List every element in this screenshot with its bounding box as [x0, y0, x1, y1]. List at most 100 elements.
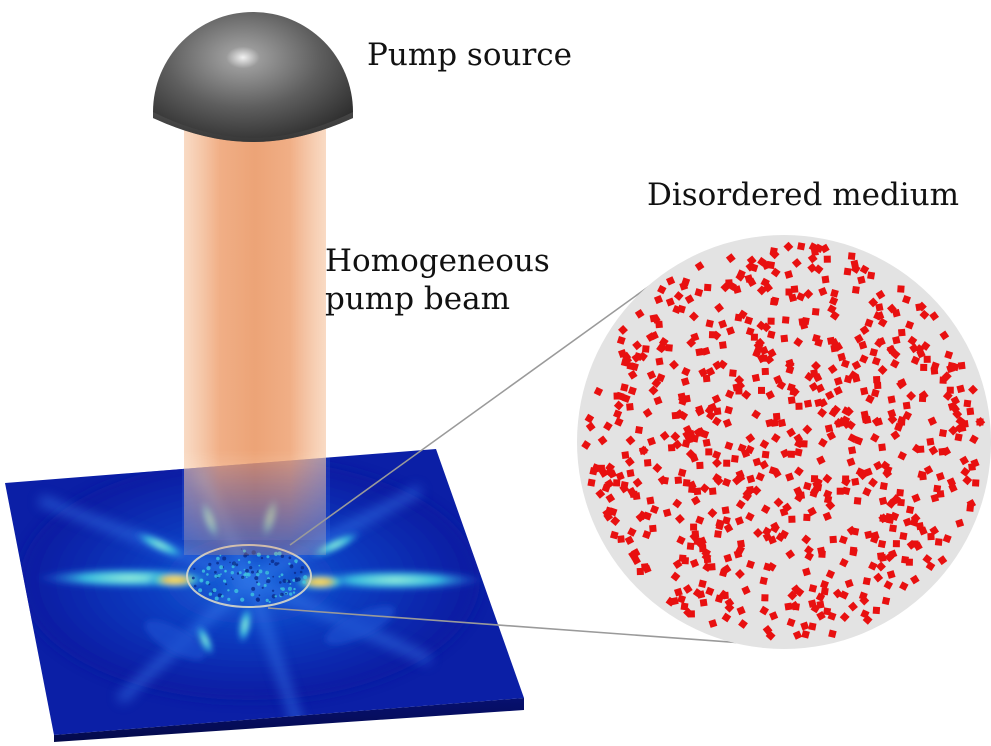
- scatterer: [721, 591, 729, 600]
- scatterer: [693, 537, 702, 545]
- scatterer: [820, 587, 829, 596]
- scatterer: [727, 281, 738, 292]
- scatterer: [918, 390, 929, 400]
- scatterer: [614, 417, 624, 427]
- scatterer: [837, 352, 847, 362]
- scatterer: [613, 409, 623, 419]
- scatterer: [695, 405, 705, 415]
- scatterer: [581, 440, 591, 450]
- scatterer: [861, 414, 870, 424]
- scatterer: [906, 390, 917, 401]
- scatterer: [902, 401, 911, 410]
- scatterer: [770, 433, 781, 443]
- scatterer: [632, 492, 641, 501]
- scatterer: [910, 355, 921, 366]
- scatterer: [808, 584, 818, 593]
- scatterer: [899, 532, 908, 541]
- scatterer: [762, 532, 773, 542]
- scatterer: [722, 516, 731, 525]
- scatterer: [620, 383, 629, 392]
- scatterer: [869, 348, 878, 357]
- scatterer: [722, 477, 732, 487]
- scatterer: [735, 499, 746, 510]
- scatterer: [677, 468, 687, 477]
- scatterer: [865, 394, 875, 404]
- scatterer: [794, 466, 804, 477]
- scatterer: [804, 545, 814, 555]
- speckle-dot: [225, 583, 228, 586]
- speckle-dot: [272, 575, 275, 578]
- scatterer: [770, 296, 780, 305]
- scatterer: [844, 579, 854, 588]
- speckle-dot: [251, 586, 256, 591]
- speckle-dot: [238, 571, 242, 575]
- scatterer: [875, 311, 885, 321]
- scatterer: [802, 567, 811, 577]
- scatterer: [680, 377, 690, 386]
- scatterer: [792, 630, 803, 640]
- speckle-dot: [288, 581, 291, 584]
- scatterer: [839, 612, 850, 623]
- scatterer: [868, 561, 878, 571]
- scatterer: [858, 340, 868, 350]
- scatterer: [615, 471, 625, 481]
- scatterer: [824, 390, 835, 401]
- scatterer: [670, 431, 681, 442]
- scatterer: [801, 630, 810, 639]
- scatterer: [729, 369, 737, 377]
- scatterer: [632, 340, 643, 351]
- scatterer: [705, 319, 714, 328]
- scatterer: [678, 393, 688, 403]
- speckle-dot: [219, 554, 222, 557]
- scatterer: [773, 497, 784, 508]
- scatterer: [828, 407, 839, 418]
- scatterer: [846, 457, 856, 467]
- scatterer: [929, 311, 939, 321]
- scatterer: [746, 559, 755, 569]
- scatterer: [626, 403, 634, 411]
- speckle-dot: [255, 572, 260, 577]
- scatterer: [843, 267, 852, 276]
- scatterer: [745, 433, 756, 444]
- scatterer: [775, 532, 786, 543]
- scatterer: [752, 457, 762, 467]
- scatterer: [672, 439, 683, 450]
- scatterer: [803, 399, 813, 408]
- scatterer: [732, 383, 741, 392]
- scatterer: [915, 521, 925, 531]
- scatterer: [966, 504, 975, 512]
- scatterer: [829, 535, 837, 544]
- scatterer: [870, 433, 880, 443]
- scatterer: [721, 564, 732, 574]
- scatterer: [836, 487, 844, 495]
- scatterer: [759, 576, 768, 585]
- scatterer: [744, 316, 754, 325]
- speckle-dot: [217, 574, 221, 578]
- scatterer: [674, 476, 683, 484]
- scatterer: [699, 598, 708, 607]
- speckle-dot: [265, 570, 269, 575]
- scatterer: [780, 448, 790, 459]
- scatterer: [789, 387, 798, 396]
- scatterer: [857, 275, 866, 285]
- speckle-dot: [227, 589, 230, 592]
- scatterer: [706, 410, 716, 421]
- speckle-dot: [198, 588, 203, 593]
- scatterer: [722, 418, 732, 428]
- scatterer: [589, 467, 598, 476]
- scatterer: [604, 467, 615, 477]
- scatterer: [911, 493, 921, 503]
- scatterer: [976, 418, 984, 426]
- scatterer: [593, 386, 604, 397]
- scatterer: [851, 477, 860, 486]
- scatterer: [738, 619, 748, 629]
- scatterer: [624, 535, 635, 546]
- scatterer: [822, 473, 833, 484]
- scatterer: [793, 433, 804, 444]
- scatterer: [854, 333, 864, 344]
- scatterer: [725, 389, 735, 399]
- scatterer: [927, 532, 935, 541]
- scatterer: [730, 454, 739, 463]
- speckle-dot: [277, 562, 280, 565]
- speckle-dot: [294, 578, 299, 582]
